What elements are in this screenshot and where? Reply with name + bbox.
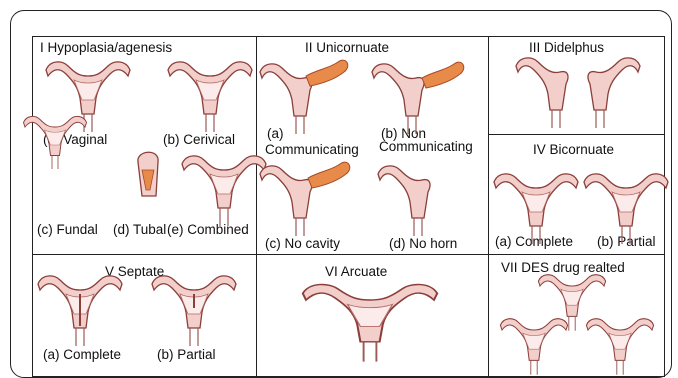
horn-non-communicating <box>422 62 464 88</box>
unicornuate-non-communicating <box>372 64 424 134</box>
uterus-fundal-agenesis <box>24 116 87 169</box>
uterus-illustrations <box>0 0 678 364</box>
uterus-combined-agenesis <box>182 156 266 226</box>
arcuate-uterus <box>303 284 437 361</box>
bicornuate-complete <box>494 174 578 244</box>
tubal-agenesis-uterus <box>138 152 158 196</box>
didelphus-uterus <box>516 58 640 128</box>
uterus-vaginal-agenesis <box>46 62 130 132</box>
septate-partial <box>152 276 236 346</box>
unicornuate-communicating <box>260 64 312 134</box>
horn-communicating <box>306 60 348 86</box>
uterus-cervical-agenesis <box>168 62 252 132</box>
horn-no-cavity <box>308 162 350 188</box>
unicornuate-no-cavity <box>260 166 312 236</box>
unicornuate-no-horn <box>378 166 430 236</box>
bicornuate-partial <box>584 174 668 244</box>
